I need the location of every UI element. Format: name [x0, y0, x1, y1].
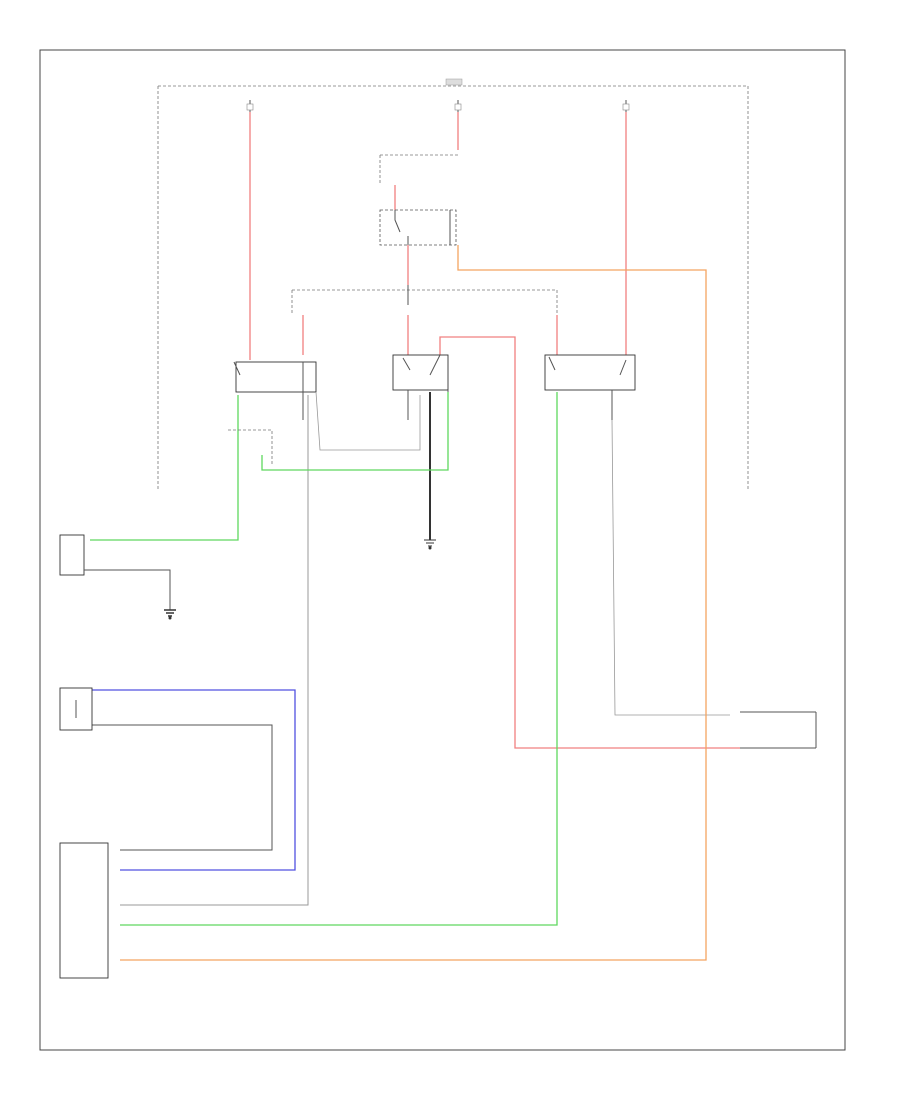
gray-loop [315, 391, 421, 451]
green-wire-fan [120, 392, 558, 926]
ground-symbol-2 [164, 609, 176, 617]
condenser-relay-1 [235, 361, 317, 393]
gray-wire-right [611, 419, 730, 716]
fuse-block-label-mark [445, 78, 463, 86]
condenser-relay-2 [392, 354, 449, 391]
fan-motor-connector [740, 711, 817, 749]
relay-dash-top [379, 154, 458, 185]
sensor-dash [228, 429, 273, 465]
relay-output-wires [302, 390, 613, 420]
relay-switches [233, 354, 627, 392]
blue-wire [92, 689, 296, 871]
small-relay-switch [394, 210, 451, 245]
gray-wire-left [120, 395, 309, 906]
condenser-sensor-wire [84, 569, 171, 610]
green-wire-sensor [261, 392, 449, 471]
fuse-right [622, 100, 630, 112]
engine-module-box [59, 842, 109, 979]
small-relay [379, 209, 457, 246]
red-wire-long [439, 336, 740, 749]
orange-wire [120, 245, 707, 961]
black-ground-symbol [424, 539, 436, 547]
radiator-fan-relay [544, 354, 636, 391]
ground-point-2 [168, 616, 172, 620]
black-wire-switch [92, 724, 273, 851]
condenser-sensor [59, 534, 85, 576]
fuse-left [246, 100, 254, 112]
ground-bus-dashed [291, 289, 558, 315]
fuse-bus-dashed [157, 85, 749, 490]
green-wire-cond [90, 395, 239, 541]
ground-point-1 [428, 546, 432, 550]
pressure-switch [59, 687, 93, 731]
fuse-center [454, 100, 462, 112]
diagram-frame [39, 49, 846, 1051]
